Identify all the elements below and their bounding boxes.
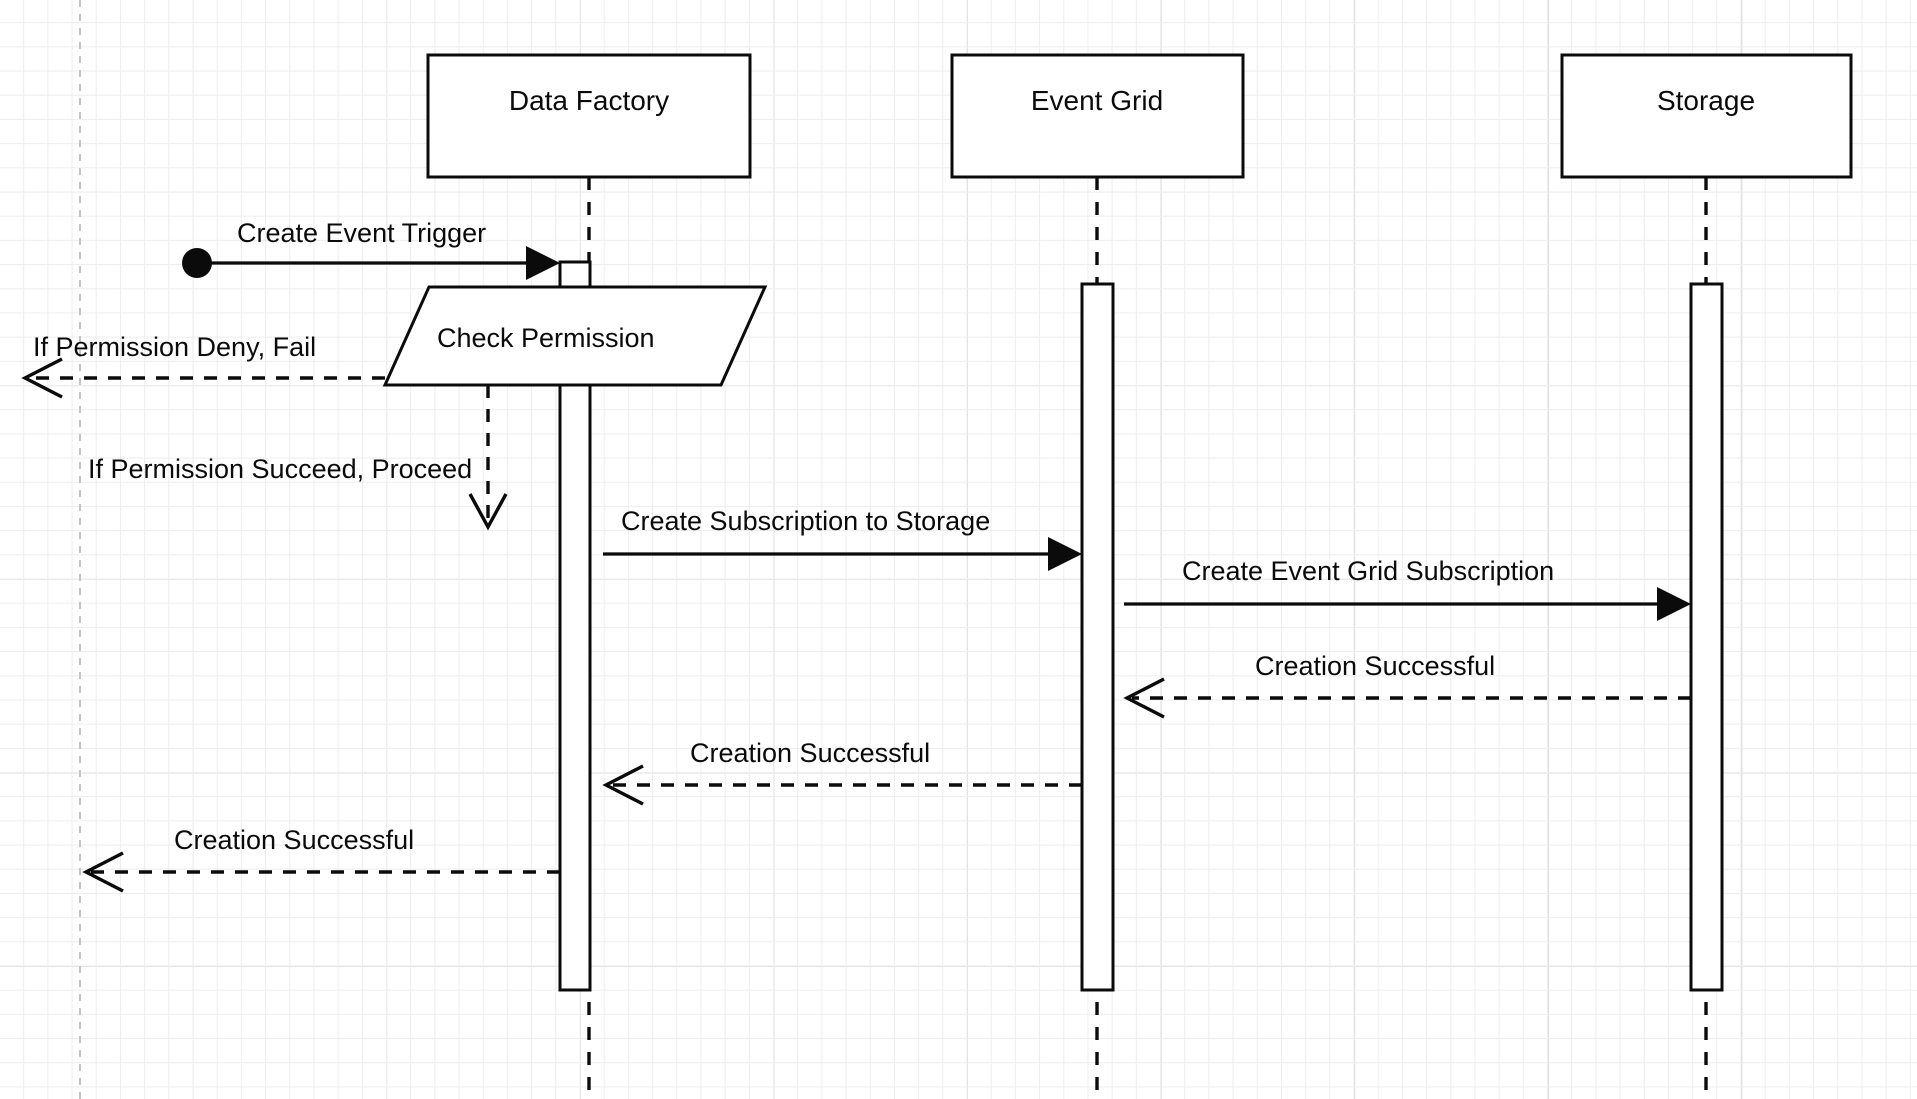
message-label-create-subscription-to-storage: Create Subscription to Storage — [621, 506, 990, 536]
participant-box-data-factory — [426, 53, 752, 179]
activation-bar-storage — [1689, 282, 1724, 992]
activation-bar-event-grid — [1080, 282, 1115, 992]
message-label-creation-successful-storage-to-eventgrid: Creation Successful — [1255, 651, 1495, 681]
message-label-create-event-trigger: Create Event Trigger — [237, 218, 486, 248]
arrowhead-open-creation-successful-datafactory-to-caller — [82, 851, 124, 893]
message-label-permission-succeed-proceed: If Permission Succeed, Proceed — [88, 454, 472, 484]
activation-bar-data-factory — [558, 333, 592, 992]
message-creation-successful-storage-to-eventgrid[interactable]: Creation Successful — [1123, 651, 1691, 719]
arrowhead-open-creation-successful-eventgrid-to-datafactory — [602, 764, 644, 806]
arrowhead-open-permission-deny-fail — [21, 357, 63, 399]
participant-event-grid[interactable]: Event Grid — [950, 53, 1245, 179]
message-label-creation-successful-datafactory-to-caller: Creation Successful — [174, 825, 414, 855]
participant-data-factory[interactable]: Data Factory — [426, 53, 752, 179]
message-permission-succeed-proceed[interactable]: If Permission Succeed, Proceed — [88, 385, 508, 531]
arrowhead-open-creation-successful-storage-to-eventgrid — [1123, 677, 1165, 719]
participant-box-event-grid — [950, 53, 1245, 179]
message-creation-successful-datafactory-to-caller[interactable]: Creation Successful — [82, 825, 560, 893]
arrowhead-filled-create-event-trigger — [526, 246, 560, 280]
participant-storage[interactable]: Storage — [1560, 53, 1853, 179]
message-label-creation-successful-eventgrid-to-datafactory: Creation Successful — [690, 738, 930, 768]
message-create-subscription-to-storage[interactable]: Create Subscription to Storage — [603, 506, 1082, 571]
fragment-check-permission[interactable]: Check Permission — [382, 285, 768, 387]
fragment-label-check-permission: Check Permission — [437, 323, 655, 353]
participant-label-data-factory: Data Factory — [509, 85, 669, 116]
message-create-event-grid-subscription[interactable]: Create Event Grid Subscription — [1124, 556, 1691, 621]
parallelogram-check-permission — [382, 285, 768, 387]
message-label-create-event-grid-subscription: Create Event Grid Subscription — [1182, 556, 1554, 586]
participant-label-storage: Storage — [1657, 85, 1755, 116]
participant-label-event-grid: Event Grid — [1031, 85, 1163, 116]
message-creation-successful-eventgrid-to-datafactory[interactable]: Creation Successful — [602, 738, 1082, 806]
arrowhead-open-permission-succeed-proceed — [468, 493, 508, 531]
arrowhead-filled-create-subscription-to-storage — [1048, 537, 1082, 571]
message-create-event-trigger[interactable]: Create Event Trigger — [182, 218, 560, 280]
message-permission-deny-fail[interactable]: If Permission Deny, Fail — [21, 332, 385, 399]
message-label-permission-deny-fail: If Permission Deny, Fail — [33, 332, 316, 362]
participant-box-storage — [1560, 53, 1853, 179]
arrowhead-filled-create-event-grid-subscription — [1657, 587, 1691, 621]
